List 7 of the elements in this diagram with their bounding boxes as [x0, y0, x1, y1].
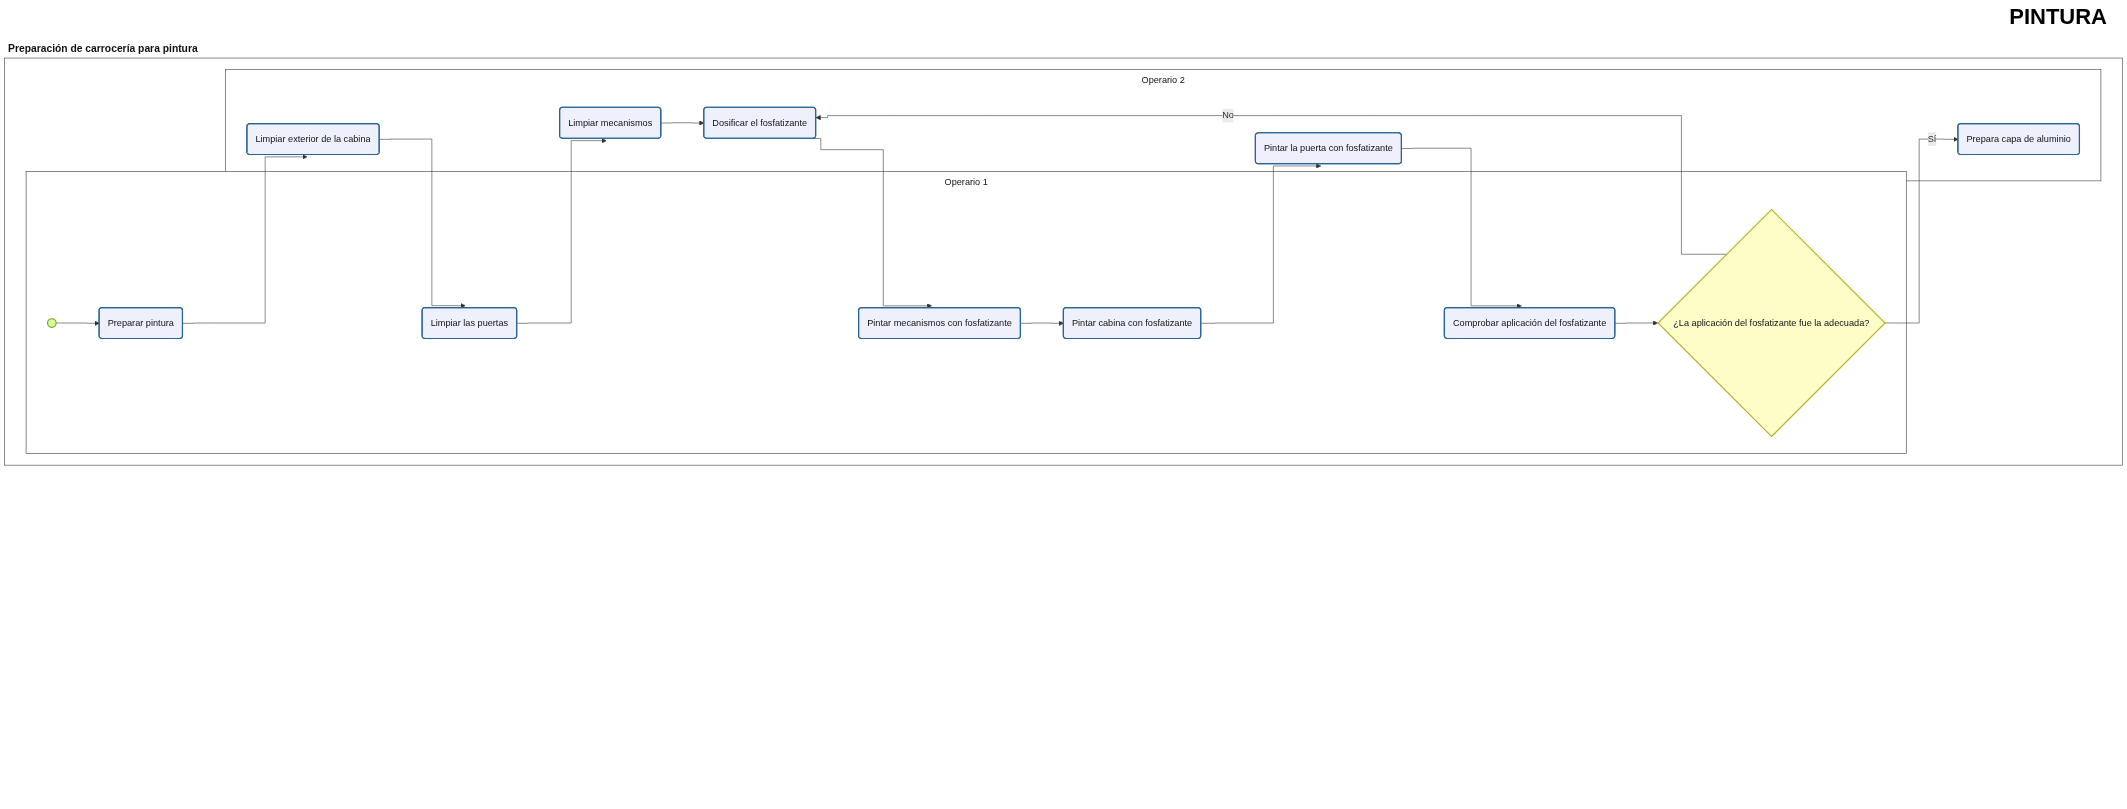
lane-heading: PINTURA — [2009, 4, 2107, 31]
cluster — [4, 57, 2123, 466]
edge-label: Sí — [1927, 133, 1937, 144]
node-circle — [46, 318, 57, 328]
edge-label: No — [1222, 110, 1234, 121]
node-label: Preparación de carrocería para pintura — [8, 42, 198, 55]
node-diamond: ¿La aplicación del fosfatizante fue la adecuada? — [1657, 208, 1886, 438]
